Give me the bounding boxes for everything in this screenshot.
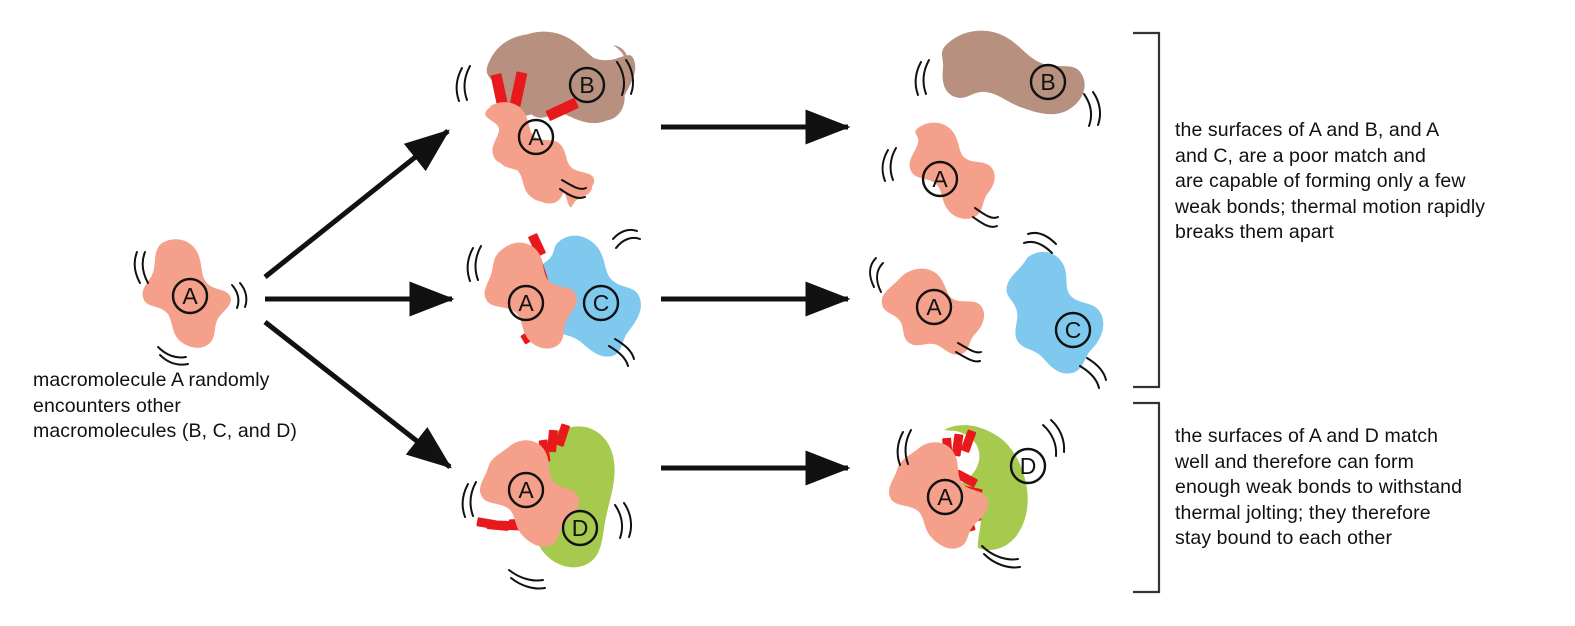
motion-lines-a-free-mid-left: [869, 257, 884, 293]
motion-lines-ab-left: [455, 65, 471, 102]
svg-text:A: A: [937, 484, 953, 510]
motion-lines-c-free-bottom: [1079, 357, 1107, 389]
molecule-b-shape-2: [486, 34, 636, 124]
motion-lines-ad-right: [614, 502, 633, 539]
motion-lines-a-right: [231, 282, 248, 309]
motion-lines-a-free-top-bottom: [972, 207, 999, 228]
panel-a-d-complex: A D: [461, 423, 633, 590]
motion-lines-a-bottom: [157, 346, 189, 366]
molecule-b-label-free: B: [1029, 63, 1067, 101]
molecule-a-letter: A: [182, 283, 198, 309]
molecule-a-shape-in-ac: [484, 242, 577, 349]
molecule-b-label-ab: B: [568, 66, 606, 104]
caption-poor-match-outcome: the surfaces of A and B, and A and C, ar…: [1175, 119, 1486, 243]
motion-lines-ac-right-bottom: [608, 338, 635, 367]
molecule-c-label-ac: C: [582, 284, 620, 322]
svg-text:D: D: [572, 515, 589, 541]
motion-lines-ad-bound-left: [896, 429, 912, 466]
motion-lines-b-free-left: [914, 59, 930, 96]
molecule-a-shape-in-ad: [479, 440, 580, 547]
molecule-b-shape-free: [941, 30, 1085, 115]
caption-macromolecule-a-encounters: macromolecule A randomly encounters othe…: [33, 369, 297, 442]
molecule-a-label-ac: A: [507, 284, 545, 322]
molecule-a-label-ab: A: [517, 118, 555, 156]
svg-text:D: D: [1020, 453, 1037, 479]
arrow-a-to-ab: [263, 129, 450, 279]
motion-lines-ab-right: [616, 59, 635, 96]
svg-text:C: C: [1065, 317, 1082, 343]
molecule-a-shape: [142, 239, 231, 348]
motion-lines-ad-bound-right: [1042, 419, 1066, 457]
bracket-top: [1133, 31, 1161, 389]
molecule-a-shape-free-top: [909, 122, 995, 219]
svg-text:C: C: [593, 290, 610, 316]
svg-text:B: B: [579, 72, 594, 98]
molecule-c-shape-free: [1006, 251, 1104, 374]
motion-lines-a-free-top-left: [881, 147, 897, 182]
panel-a-c-dissociated: A C: [869, 231, 1107, 389]
molecule-a-shape-bound: [888, 442, 989, 549]
molecule-a-label-free-mid: A: [915, 288, 953, 326]
molecule-a-label-group: A: [171, 277, 209, 315]
bracket-bottom: [1133, 401, 1161, 594]
motion-lines-ac-left: [466, 245, 482, 282]
molecule-d-shape-bound: [944, 425, 1028, 551]
svg-text:B: B: [1040, 69, 1055, 95]
svg-text:A: A: [926, 294, 942, 320]
molecule-a-label-free-top: A: [921, 160, 959, 198]
panel-a-d-bound: A D: [888, 419, 1066, 569]
molecule-c-label-free: C: [1054, 311, 1092, 349]
motion-lines-c-free-top: [1023, 231, 1057, 254]
motion-lines-ad-bottom: [508, 569, 546, 590]
molecule-d-label-bound: D: [1009, 447, 1047, 485]
svg-text:A: A: [518, 477, 534, 503]
molecule-a-shape-free-mid: [881, 268, 985, 355]
svg-text:A: A: [528, 124, 544, 150]
motion-lines-a-free-mid-bottom: [955, 342, 982, 363]
panel-a-c-complex: A C: [466, 228, 641, 367]
bonds-a-b: [490, 71, 579, 121]
motion-lines-a-left: [133, 251, 149, 284]
motion-lines-b-free-right: [1083, 91, 1102, 127]
molecule-d-label-ad: D: [561, 509, 599, 547]
motion-lines-ac-right-top: [612, 228, 641, 249]
molecule-a-label-bound: A: [926, 478, 964, 516]
panel-a-b-complex: A B: [455, 31, 636, 208]
arrow-a-to-ad: [263, 320, 452, 469]
svg-text:A: A: [518, 290, 534, 316]
motion-lines-ad-left: [461, 481, 477, 518]
motion-lines-ad-bound-bottom: [981, 545, 1021, 569]
caption-good-match-outcome: the surfaces of A and D match well and t…: [1175, 425, 1463, 549]
panel-free-macromolecule-a: A: [133, 239, 248, 366]
svg-text:A: A: [932, 166, 948, 192]
molecule-a-label-ad: A: [507, 471, 545, 509]
motion-lines-ab-bottom: [559, 179, 587, 199]
panel-a-b-dissociated: B A: [881, 30, 1102, 228]
